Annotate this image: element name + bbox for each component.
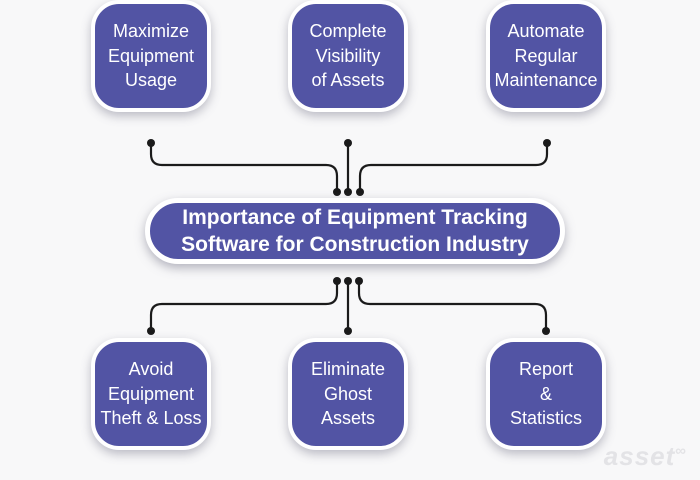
connector-top-right bbox=[358, 141, 549, 193]
node-label: Complete Visibility of Assets bbox=[309, 20, 387, 91]
connector-top-left bbox=[149, 141, 339, 193]
logo-text: asset bbox=[603, 441, 676, 471]
node-automate-regular-maintenance: Automate Regular Maintenance bbox=[486, 0, 606, 112]
node-maximize-equipment-usage: Maximize Equipment Usage bbox=[91, 0, 211, 112]
node-avoid-equipment-theft-loss: Avoid Equipment Theft & Loss bbox=[91, 338, 211, 450]
diagram-title-node: Importance of Equipment Tracking Softwar… bbox=[145, 198, 565, 264]
connector-bottom-right bbox=[357, 280, 548, 332]
node-report-statistics: Report & Statistics bbox=[486, 338, 606, 450]
node-eliminate-ghost-assets: Eliminate Ghost Assets bbox=[288, 338, 408, 450]
connector-endpoint-dots bbox=[147, 139, 551, 335]
node-label: Eliminate Ghost Assets bbox=[310, 358, 386, 429]
node-complete-visibility-of-assets: Complete Visibility of Assets bbox=[288, 0, 408, 112]
node-label: Report & Statistics bbox=[509, 358, 583, 429]
node-label: Maximize Equipment Usage bbox=[107, 20, 195, 91]
infinity-icon: ∞ bbox=[675, 442, 686, 460]
asset-infinity-logo: asset∞ bbox=[604, 441, 686, 472]
diagram-title: Importance of Equipment Tracking Softwar… bbox=[181, 205, 529, 256]
node-label: Automate Regular Maintenance bbox=[494, 20, 598, 91]
connector-bottom-left bbox=[149, 280, 339, 332]
node-label: Avoid Equipment Theft & Loss bbox=[100, 358, 202, 429]
